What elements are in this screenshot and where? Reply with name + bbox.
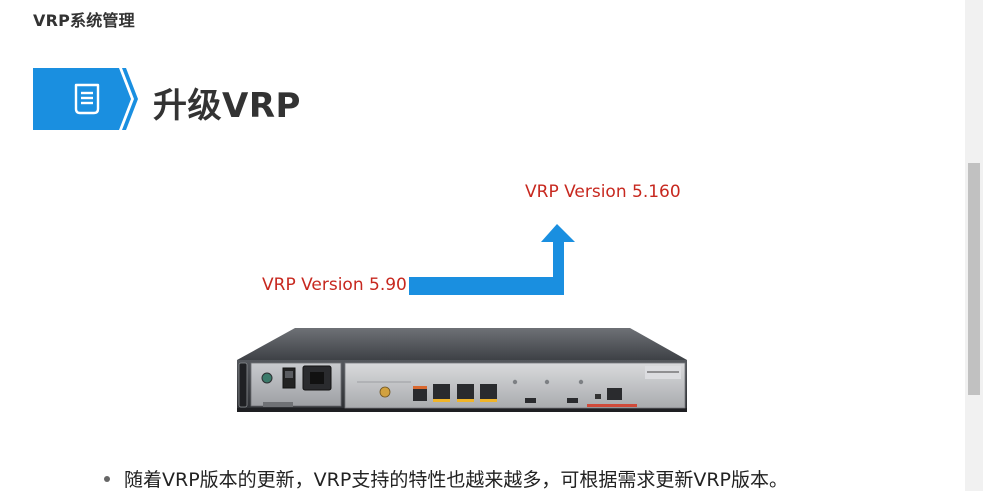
document-icon: [72, 83, 102, 115]
bullet-dot-icon: [104, 475, 110, 482]
bullet-text: 随着VRP版本的更新，VRP支持的特性也越来越多，可根据需求更新VRP版本。: [124, 469, 788, 491]
router-device-image: [235, 326, 690, 418]
new-version-label: VRP Version 5.160: [525, 182, 681, 202]
page-title: 升级VRP: [153, 86, 301, 126]
scrollbar-thumb[interactable]: [968, 163, 980, 395]
upgrade-arrow-icon: [405, 222, 580, 301]
old-version-label: VRP Version 5.90: [262, 275, 407, 295]
breadcrumb: VRP系统管理: [33, 11, 135, 30]
bullet-item: 随着VRP版本的更新，VRP支持的特性也越来越多，可根据需求更新VRP版本。: [104, 465, 788, 491]
